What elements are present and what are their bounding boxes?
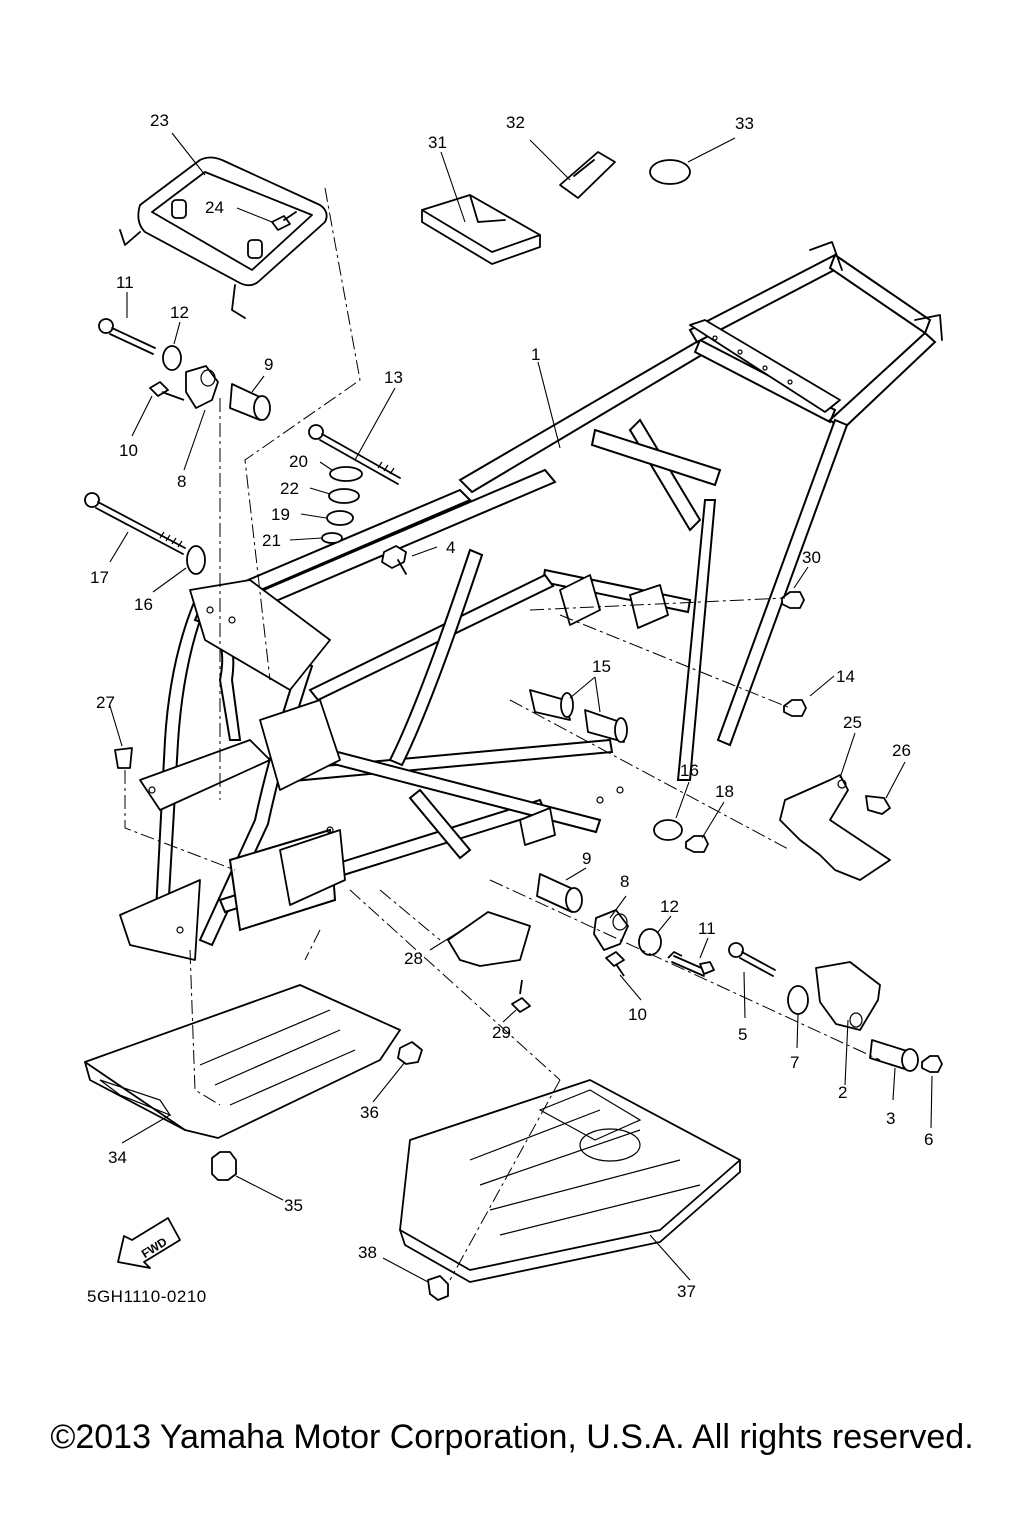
callout-7: 7: [790, 1053, 799, 1072]
part-collar-16a: [186, 545, 206, 575]
callout-24: 24: [205, 198, 224, 217]
callout-9: 9: [264, 355, 273, 374]
part-bolt-38: [427, 1275, 449, 1301]
callout-34: 34: [108, 1148, 127, 1167]
part-rubber-mount-15: [529, 689, 628, 743]
part-bolt-24: [271, 211, 297, 231]
part-rubber-mount-9a: [229, 383, 271, 421]
callout-28: 28: [404, 949, 423, 968]
callout-13: 13: [384, 368, 403, 387]
part-bolt-10a: [149, 381, 185, 401]
part-bolt-4: [381, 545, 407, 575]
callout-4: 4: [446, 538, 455, 557]
part-skid-plate-front: [84, 984, 401, 1139]
part-bolt-5: [728, 942, 776, 977]
part-o-ring: [649, 159, 691, 185]
part-bracket-25: [779, 774, 891, 881]
part-bracket-2: [815, 961, 881, 1031]
part-nut-14: [783, 699, 807, 717]
part-bolt-36: [397, 1041, 423, 1065]
part-nut-18: [685, 835, 709, 853]
part-bolt-29: [511, 979, 531, 1013]
part-bracket-8a: [185, 365, 219, 409]
callout-10: 10: [119, 441, 138, 460]
callout-38: 38: [358, 1243, 377, 1262]
callout-33: 33: [735, 114, 754, 133]
callout-23: 23: [150, 111, 169, 130]
part-tool-kit: [559, 151, 616, 199]
part-nut-6: [921, 1055, 943, 1073]
callout-37: 37: [677, 1282, 696, 1301]
callout-labels: 1 2 3 4 5 6 7 8 8 9 9 10 10 11 11 12 12 …: [90, 111, 933, 1301]
part-tool-pouch: [421, 194, 541, 265]
part-washer-20: [329, 466, 363, 482]
callout-36: 36: [360, 1103, 379, 1122]
callout-30: 30: [802, 548, 821, 567]
callout-1: 1: [531, 345, 540, 364]
callout-8: 8: [620, 872, 629, 891]
part-bolt-11b: [667, 951, 715, 977]
part-bolt-35: [211, 1151, 237, 1181]
callout-29: 29: [492, 1023, 511, 1042]
part-bolt-26: [865, 795, 891, 815]
callout-21: 21: [262, 531, 281, 550]
callout-27: 27: [96, 693, 115, 712]
part-bearing-22: [328, 488, 360, 504]
part-skid-plate-rear: [399, 1079, 741, 1283]
leader-lines: [109, 132, 933, 1283]
callout-26: 26: [892, 741, 911, 760]
callout-12: 12: [170, 303, 189, 322]
callout-25: 25: [843, 713, 862, 732]
part-collar-16b: [653, 819, 683, 841]
callout-8: 8: [177, 472, 186, 491]
part-rubber-mount-9b: [536, 873, 583, 913]
part-bracket-28: [447, 911, 531, 967]
callout-16: 16: [134, 595, 153, 614]
callout-35: 35: [284, 1196, 303, 1215]
callout-12: 12: [660, 897, 679, 916]
callout-19: 19: [271, 505, 290, 524]
callout-11: 11: [116, 273, 134, 292]
part-collar-12b: [638, 928, 662, 956]
reference-lines: [124, 187, 881, 1281]
callout-14: 14: [836, 667, 855, 686]
callout-6: 6: [924, 1130, 933, 1149]
part-collar-12a: [162, 345, 182, 371]
callout-5: 5: [738, 1025, 747, 1044]
callout-32: 32: [506, 113, 525, 132]
callout-20: 20: [289, 452, 308, 471]
part-collar-7: [787, 985, 809, 1015]
part-main-frame: [119, 241, 943, 961]
drawing-code: 5GH1110-0210: [87, 1287, 207, 1306]
callout-9: 9: [582, 849, 591, 868]
callout-15: 15: [592, 657, 611, 676]
copyright-notice: ©2013 Yamaha Motor Corporation, U.S.A. A…: [50, 1418, 974, 1456]
part-washer-21: [321, 532, 343, 544]
part-bolt-17: [84, 492, 186, 555]
fwd-arrow-icon: FWD: [117, 1217, 181, 1269]
part-cap-27: [114, 747, 133, 769]
part-carrier-rack: [119, 156, 328, 319]
callout-11: 11: [698, 919, 716, 938]
part-rubber-mount-3: [869, 1039, 919, 1072]
callout-31: 31: [428, 133, 447, 152]
part-bushing-19: [326, 510, 354, 526]
part-bolt-11a: [98, 318, 156, 355]
callout-17: 17: [90, 568, 109, 587]
callout-22: 22: [280, 479, 299, 498]
callout-16: 16: [680, 761, 699, 780]
callout-2: 2: [838, 1083, 847, 1102]
part-bolt-10b: [605, 951, 625, 977]
callout-10: 10: [628, 1005, 647, 1024]
callout-18: 18: [715, 782, 734, 801]
callout-3: 3: [886, 1109, 895, 1128]
part-nut-30: [781, 591, 805, 609]
part-bolt-13: [308, 424, 401, 485]
